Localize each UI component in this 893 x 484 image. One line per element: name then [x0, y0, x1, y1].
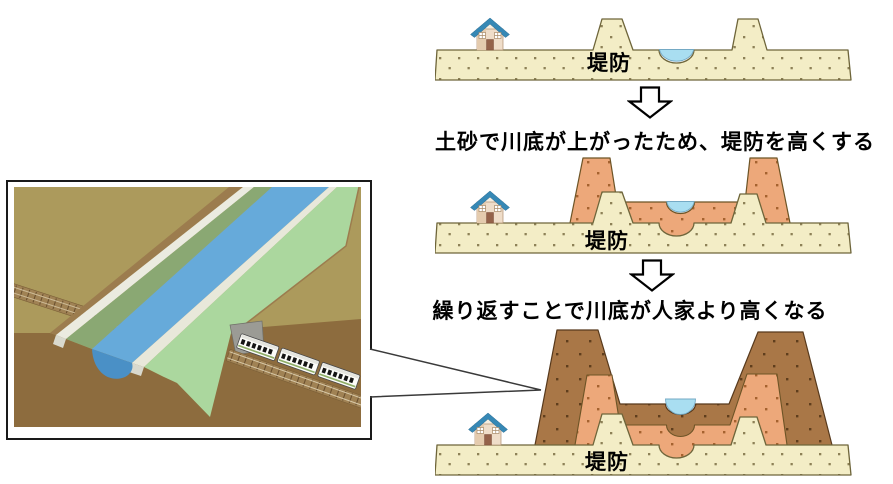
slope-edge-line: [238, 187, 360, 330]
train-icon: [236, 333, 361, 390]
river-water: [92, 187, 329, 363]
ground-with-levees: [435, 413, 852, 476]
stage3-cross-section: 堤防: [435, 329, 852, 476]
path-cut-face: [53, 335, 66, 348]
down-arrow-icon: [627, 86, 673, 119]
house-icon: [470, 17, 510, 51]
far-bank-shoulder: [50, 187, 243, 335]
house-icon: [470, 190, 510, 224]
far-crest-path: [56, 187, 254, 339]
tenjogawa-3d-illustration-frame: [6, 180, 372, 440]
stage2-cross-section: 堤防: [435, 157, 852, 254]
callout-gap: [369, 350, 375, 396]
levee-label: 堤防: [585, 230, 629, 253]
levee-label: 堤防: [587, 52, 631, 75]
ground-with-levees: [435, 191, 852, 254]
near-crest-path: [132, 187, 337, 367]
callout-lines: [369, 348, 542, 398]
river-channel-water: [658, 49, 695, 62]
ground-with-levees: [435, 18, 852, 81]
railway-track-right: [225, 348, 361, 410]
levee-label: 堤防: [585, 451, 629, 474]
path-cut-face: [129, 363, 144, 376]
far-grass-slope: [66, 187, 272, 349]
caption-step1: 土砂で川底が上がったため、堤防を高くする: [435, 131, 875, 154]
river-channel-water: [666, 201, 695, 213]
stage1-cross-section: 堤防: [435, 17, 852, 81]
river-channel-water: [665, 398, 696, 415]
down-arrow-icon: [629, 259, 675, 292]
house-icon: [468, 412, 508, 446]
caption-step2: 繰り返すことで川底が人家より高くなる: [432, 300, 828, 323]
water-cross-section: [92, 349, 133, 379]
near-grass-slope: [144, 187, 359, 417]
tenjogawa-3d-illustration: [14, 187, 361, 427]
